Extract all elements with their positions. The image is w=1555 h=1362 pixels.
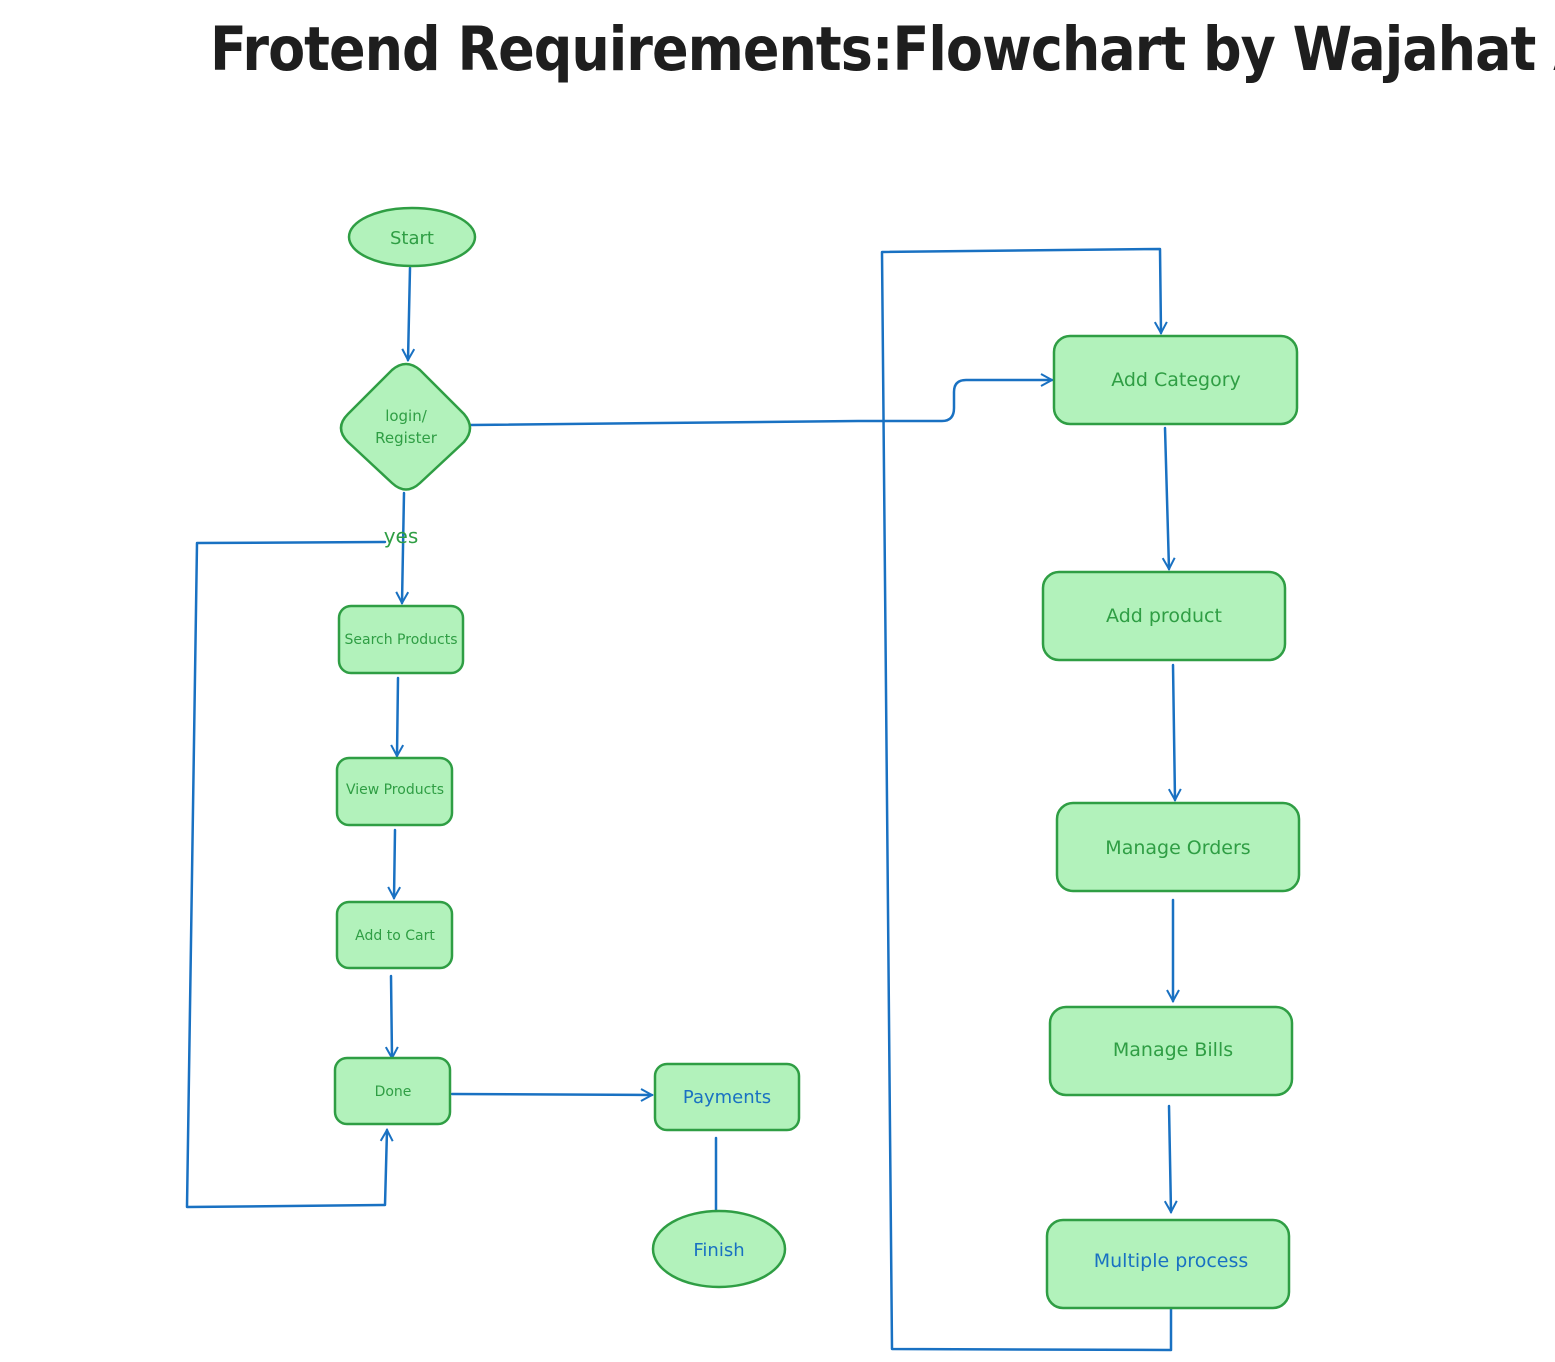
edge-view-cart xyxy=(394,828,395,898)
edge-label-yes: yes xyxy=(384,524,419,548)
login-label-line-1: login/ xyxy=(385,407,428,425)
start-label: Start xyxy=(390,228,434,249)
search-products-label: Search Products xyxy=(345,632,458,648)
edge-loop-back-to-done xyxy=(185,540,387,1209)
add-to-cart-node[interactable]: Add to Cart xyxy=(335,900,454,970)
add-to-cart-label: Add to Cart xyxy=(355,928,435,944)
start-node[interactable]: Start xyxy=(347,206,477,268)
edge-cart-done xyxy=(391,974,392,1058)
multiple-process-node[interactable]: Multiple process xyxy=(1045,1218,1291,1310)
manage-bills-label: Manage Bills xyxy=(1113,1039,1233,1061)
edge-bills-multiple xyxy=(1169,1104,1171,1212)
add-category-node[interactable]: Add Category xyxy=(1052,334,1299,426)
edge-start-login xyxy=(408,266,410,360)
add-product-node[interactable]: Add product xyxy=(1041,570,1287,662)
edge-addcat-addproduct xyxy=(1165,426,1169,569)
edge-addproduct-orders xyxy=(1173,663,1175,800)
add-category-label: Add Category xyxy=(1111,369,1241,391)
manage-orders-node[interactable]: Manage Orders xyxy=(1055,801,1301,893)
manage-bills-node[interactable]: Manage Bills xyxy=(1048,1005,1294,1097)
view-products-label: View Products xyxy=(346,782,444,798)
edge-login-search xyxy=(402,491,404,603)
multiple-process-label: Multiple process xyxy=(1094,1250,1249,1272)
payments-label: Payments xyxy=(683,1087,771,1108)
payments-node[interactable]: Payments xyxy=(653,1062,801,1132)
edge-login-add-category xyxy=(468,380,1052,427)
finish-node[interactable]: Finish xyxy=(651,1209,787,1289)
edge-search-view xyxy=(397,676,398,756)
login-register-decision[interactable]: login/ Register xyxy=(339,362,472,491)
done-node[interactable]: Done xyxy=(333,1056,452,1126)
page-title: Frotend Requirements:Flowchart by Wajaha… xyxy=(210,14,1555,85)
edges xyxy=(185,247,1175,1352)
view-products-node[interactable]: View Products xyxy=(335,756,454,827)
edge-done-payments xyxy=(450,1094,652,1095)
add-product-label: Add product xyxy=(1106,605,1222,627)
login-label-line-2: Register xyxy=(375,429,438,447)
search-products-node[interactable]: Search Products xyxy=(337,604,465,675)
finish-label: Finish xyxy=(693,1240,744,1261)
edge-loop-back-to-addcat xyxy=(880,247,1173,1352)
manage-orders-label: Manage Orders xyxy=(1105,837,1250,859)
done-label: Done xyxy=(375,1084,412,1100)
